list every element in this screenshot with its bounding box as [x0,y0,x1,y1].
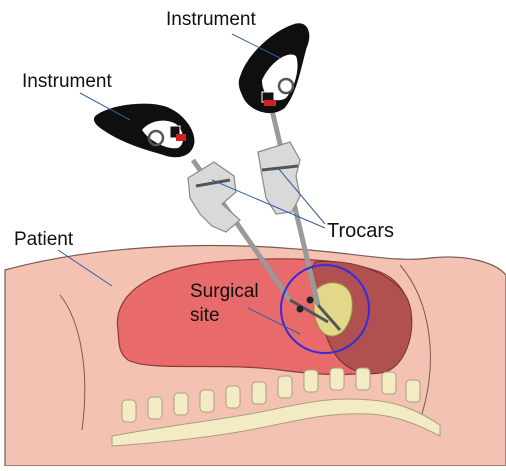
tool-joint [307,297,314,304]
trocar-icon [258,142,300,214]
vertebra [122,400,136,422]
vertebra [406,380,420,402]
vertebra [174,393,188,415]
vertebra [356,368,370,390]
instrument-handle-icon [94,104,194,157]
vertebra [226,386,240,408]
label-instrument-left: Instrument [22,72,112,93]
tool-joint [297,306,304,313]
label-trocars: Trocars [327,220,394,242]
vertebra [278,376,292,398]
vertebra [304,370,318,392]
trocar-icon [188,162,240,232]
label-instrument-top: Instrument [166,10,256,31]
label-patient: Patient [14,230,73,251]
vertebra [330,368,344,390]
vertebra [200,390,214,412]
label-surgical-site-line1: Surgical [190,282,259,303]
vertebra [252,382,266,404]
label-surgical-site-line2: site [190,306,220,327]
instrument-handle-icon [239,24,309,113]
vertebra [148,397,162,419]
vertebra [382,372,396,394]
